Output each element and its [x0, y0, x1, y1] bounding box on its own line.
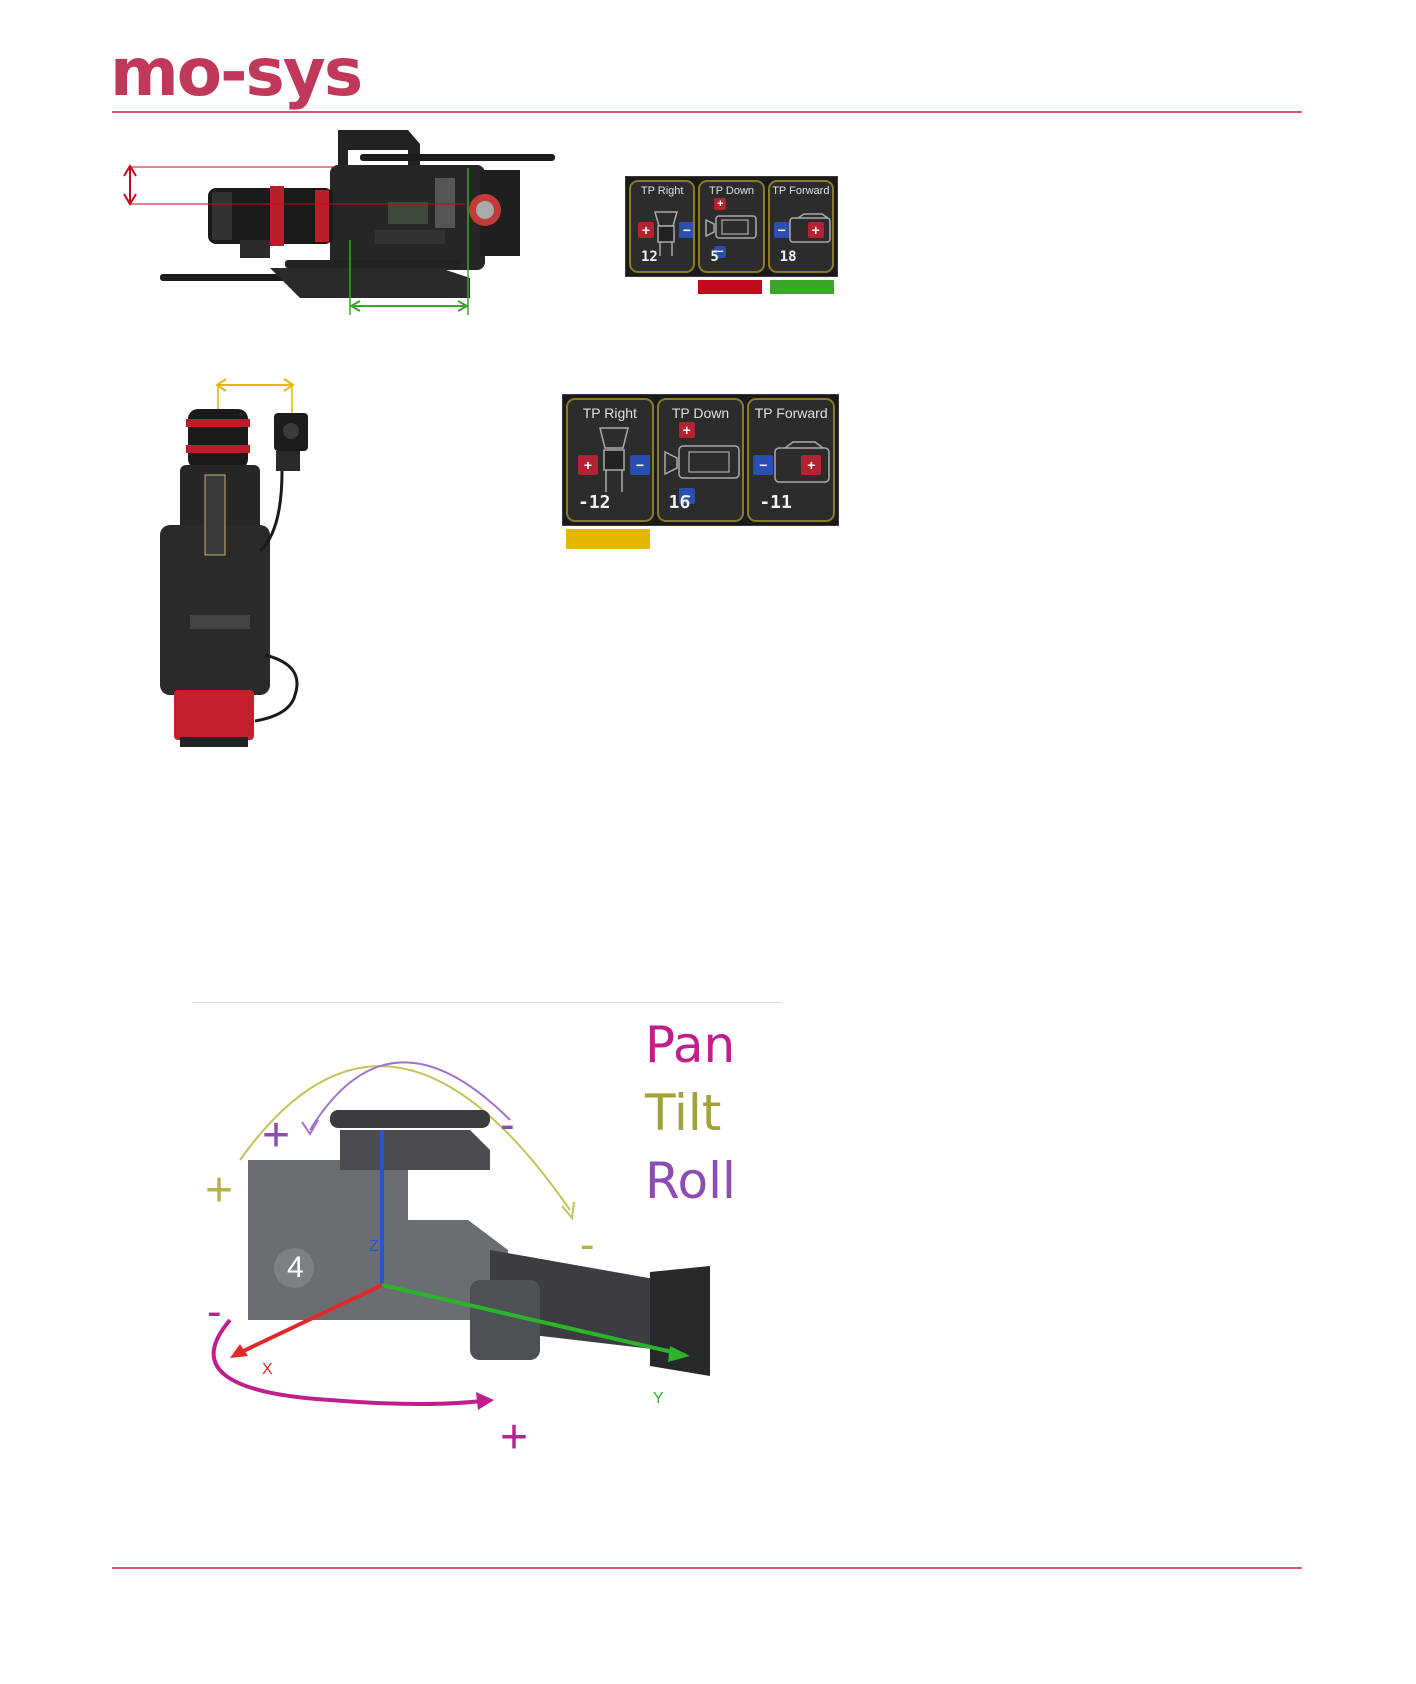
green-swatch	[770, 280, 834, 294]
tp-down-label: TP Down	[659, 405, 743, 421]
axis-label-x: X	[262, 1361, 273, 1379]
pan-legend: Pan	[645, 1020, 735, 1070]
axis-label-z: Z	[369, 1238, 379, 1256]
minus-button[interactable]: −	[630, 455, 650, 475]
tp-right-value: 12	[641, 249, 658, 265]
camera-axes-diagram	[190, 1010, 790, 1470]
tp-down-cell: TP Down + − 5	[698, 180, 764, 273]
tp-down-value: 5	[710, 249, 718, 265]
yellow-swatch	[566, 529, 650, 549]
tp-forward-value: -11	[759, 492, 792, 513]
plus-button[interactable]: +	[714, 198, 726, 210]
tp-right-value: -12	[578, 492, 611, 513]
camera-top-photo	[150, 365, 330, 750]
plus-button[interactable]: +	[801, 455, 821, 475]
plus-button[interactable]: +	[808, 222, 824, 238]
tp-forward-cell: TP Forward − + 18	[768, 180, 834, 273]
tp-right-cell: TP Right + − -12	[566, 398, 654, 522]
header-rule	[112, 111, 1302, 113]
axis-label-y: Y	[653, 1390, 664, 1408]
tp-offset-panel-small: TP Right + − 12 TP Down + − 5 TP Forward…	[625, 176, 838, 277]
plus-button[interactable]: +	[679, 422, 695, 438]
pan-minus-sign: -	[207, 1287, 222, 1337]
tilt-legend: Tilt	[645, 1088, 721, 1138]
tilt-plus-sign: +	[205, 1163, 233, 1218]
roll-minus-sign: -	[500, 1100, 515, 1150]
camera-side-icon	[663, 440, 745, 484]
tp-down-cell: TP Down + − 16	[657, 398, 745, 522]
red-swatch	[698, 280, 762, 294]
tp-forward-value: 18	[780, 249, 797, 265]
minus-button[interactable]: −	[753, 455, 773, 475]
camera-number: 4	[287, 1251, 304, 1285]
tp-offset-panel-large: TP Right + − -12 TP Down + − 16 TP Forwa…	[562, 394, 839, 526]
camera-front-icon	[596, 424, 632, 494]
tilt-minus-sign: -	[580, 1220, 595, 1270]
roll-plus-sign: +	[262, 1108, 290, 1163]
tp-forward-cell: TP Forward − + -11	[747, 398, 835, 522]
figure-divider	[192, 1002, 782, 1003]
roll-legend: Roll	[645, 1156, 736, 1206]
tp-right-label: TP Right	[631, 185, 693, 197]
mo-sys-logo: mo-sys	[110, 40, 361, 106]
tp-down-label: TP Down	[700, 185, 762, 197]
tp-right-cell: TP Right + − 12	[629, 180, 695, 273]
camera-side-icon	[704, 212, 764, 242]
minus-button[interactable]: −	[679, 222, 695, 238]
footer-rule	[112, 1567, 1302, 1569]
camera-side-photo	[120, 120, 560, 335]
tp-down-value: 16	[669, 492, 691, 513]
pan-plus-sign: +	[500, 1410, 528, 1465]
tp-forward-label: TP Forward	[770, 185, 832, 197]
tp-right-label: TP Right	[568, 405, 652, 421]
tp-forward-label: TP Forward	[749, 405, 833, 421]
plus-button[interactable]: +	[578, 455, 598, 475]
